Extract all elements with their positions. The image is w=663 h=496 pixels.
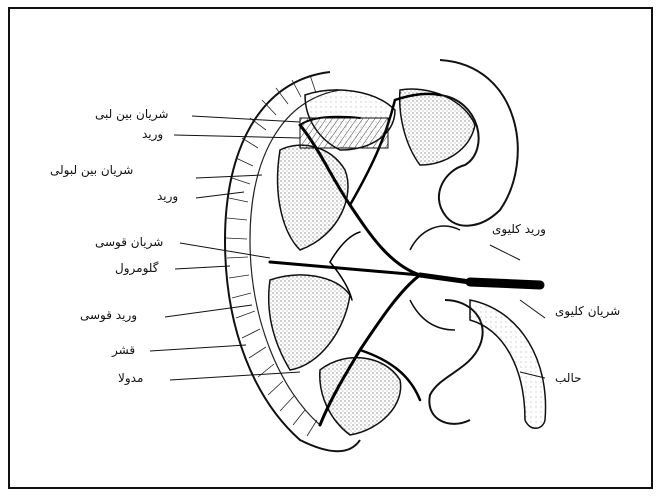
label-vein: ورید	[142, 128, 163, 140]
ureter	[470, 300, 546, 428]
label-ureter: حالب	[555, 372, 582, 384]
label-arcuate-artery: شریان قوسی	[95, 236, 163, 248]
label-arcuate-vein: ورید قوسی	[80, 309, 137, 321]
interlobular-block	[300, 118, 388, 148]
label-glomerulus: گلومرول	[115, 262, 158, 274]
leader-lines	[150, 116, 545, 380]
label-renal-artery: شریان کلیوی	[555, 305, 620, 317]
label-interlobar-artery: شریان بین لبولی	[50, 164, 133, 176]
label-medulla: مدولا	[118, 372, 143, 384]
label-interlobular-artery: شریان بین لبی	[95, 108, 169, 120]
label-renal-vein: ورید کلیوی	[492, 223, 546, 235]
label-vein-2: ورید	[157, 190, 178, 202]
label-cortex: قشر	[112, 344, 135, 356]
